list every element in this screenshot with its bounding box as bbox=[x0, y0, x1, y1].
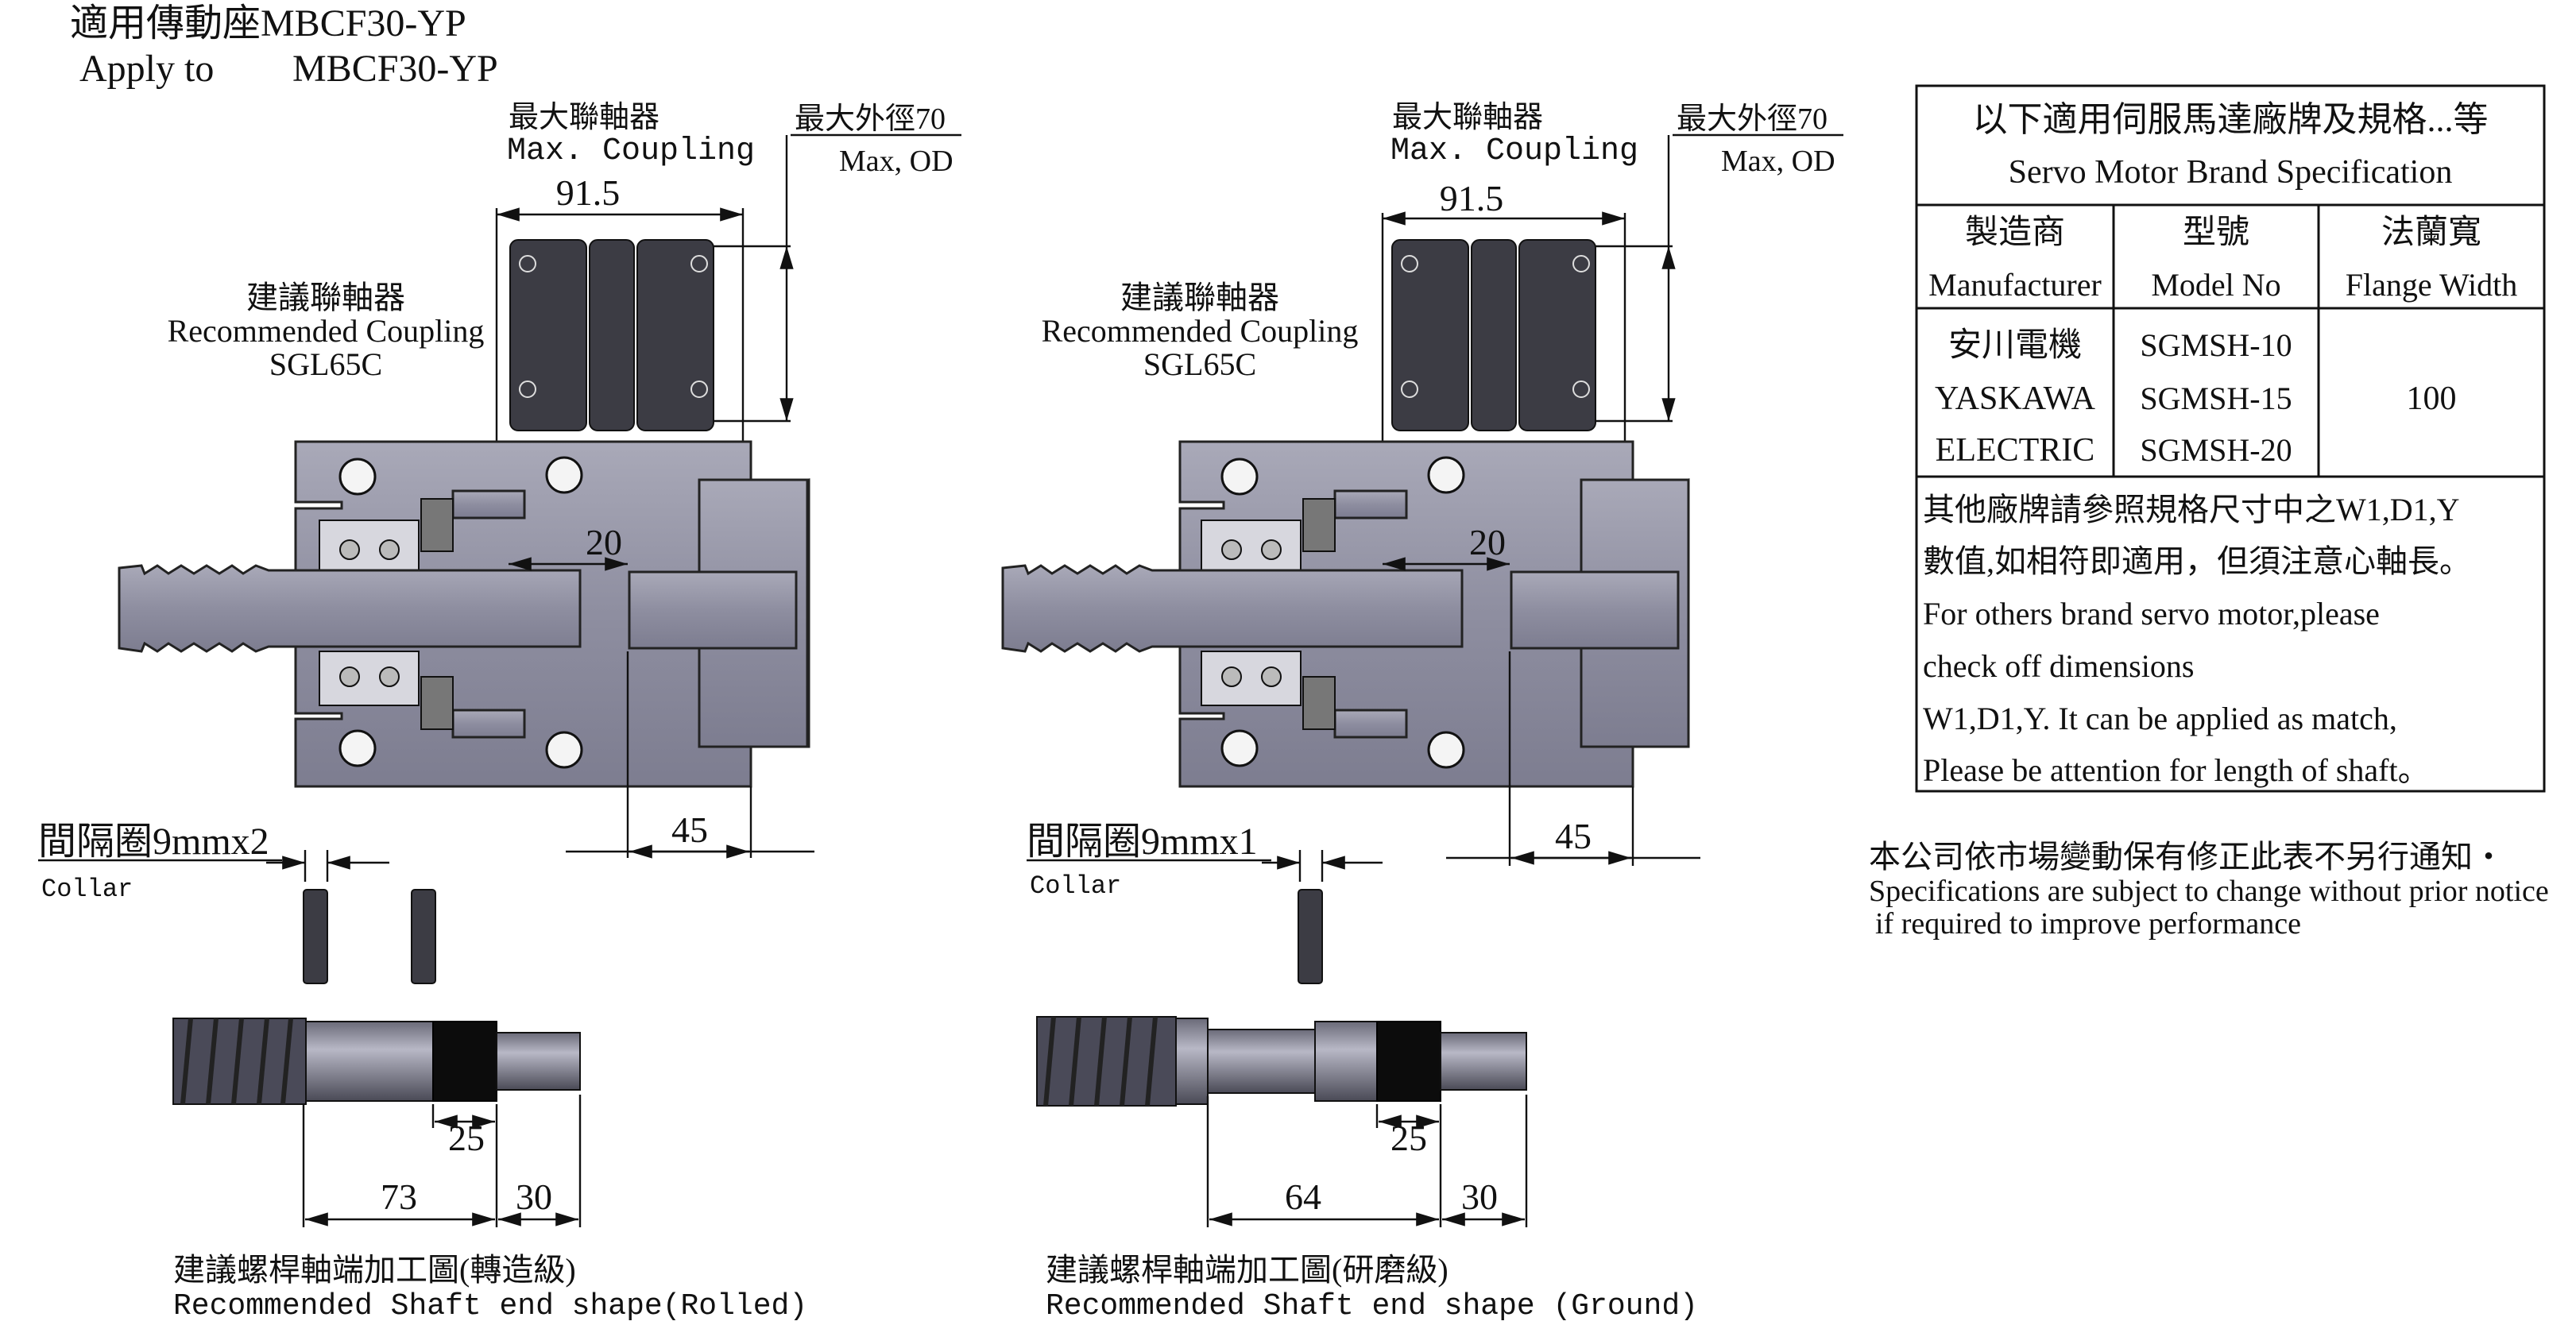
right-dim-25: 25 bbox=[1390, 1118, 1427, 1158]
right-collar-en: Collar bbox=[1030, 871, 1121, 901]
manufacturer-line-1: 安川電機 bbox=[1948, 327, 2082, 364]
flange-width-value: 100 bbox=[2407, 381, 2457, 417]
left-dim-73: 73 bbox=[381, 1176, 417, 1217]
right-shaft-caption-zh: 建議螺桿軸端加工圖(研磨級) bbox=[1046, 1252, 1449, 1288]
note-line-1: 其他廠牌請參照規格尺寸中之W1,D1,Y bbox=[1923, 492, 2460, 527]
right-dim-64: 64 bbox=[1285, 1176, 1321, 1217]
header-manufacturer-zh: 製造商 bbox=[1965, 214, 2065, 251]
right-shaft-caption-en: Recommended Shaft end shape (Ground) bbox=[1046, 1289, 1698, 1323]
left-max-od-zh: 最大外徑70 bbox=[795, 102, 946, 136]
title-zh: 適用傳動座MBCF30-YP bbox=[70, 2, 466, 44]
right-assembly-view: 最大聯軸器 Max. Coupling 最大外徑70 Max, OD 91.5 … bbox=[1001, 101, 1843, 1323]
left-dim-coupling: 91.5 bbox=[556, 172, 621, 213]
right-max-coupling-zh: 最大聯軸器 bbox=[1392, 101, 1543, 134]
left-screw-shaft bbox=[118, 564, 582, 653]
right-max-od-en: Max, OD bbox=[1721, 145, 1835, 178]
left-rec-coupling-en: Recommended Coupling bbox=[168, 313, 485, 349]
left-max-coupling-en: Max. Coupling bbox=[507, 133, 755, 169]
model-1: SGMSH-10 bbox=[2140, 327, 2292, 363]
right-dim-45: 45 bbox=[1555, 816, 1592, 856]
left-collar-zh: 間隔圈9mmx2 bbox=[38, 821, 269, 863]
left-max-coupling-zh: 最大聯軸器 bbox=[509, 101, 659, 134]
note-line-2: 數值,如相符即適用，但須注意心軸長。 bbox=[1923, 543, 2471, 579]
header-model-zh: 型號 bbox=[2183, 214, 2249, 251]
note-line-4: check off dimensions bbox=[1923, 648, 2194, 684]
left-shaft-caption-zh: 建議螺桿軸端加工圖(轉造級) bbox=[173, 1252, 576, 1288]
right-max-od-zh: 最大外徑70 bbox=[1677, 102, 1828, 136]
header-model-en: Model No bbox=[2151, 267, 2280, 303]
left-collar-ring-1 bbox=[303, 889, 328, 984]
manufacturer-line-3: ELECTRIC bbox=[1936, 432, 2095, 469]
right-rec-coupling-en: Recommended Coupling bbox=[1042, 313, 1359, 349]
header-flange-en: Flange Width bbox=[2346, 267, 2518, 303]
disclaimer-en-1: Specifications are subject to change wit… bbox=[1869, 875, 2549, 908]
left-dim-20: 20 bbox=[586, 522, 622, 562]
right-screw-shaft bbox=[1001, 564, 1464, 653]
left-shaft-caption-en: Recommended Shaft end shape(Rolled) bbox=[173, 1289, 807, 1323]
manufacturer-line-2: YASKAWA bbox=[1935, 381, 2096, 417]
model-3: SGMSH-20 bbox=[2140, 432, 2292, 468]
left-assembly-view: 最大聯軸器 Max. Coupling 最大外徑70 Max, OD 91.5 … bbox=[38, 101, 961, 1323]
right-max-coupling-en: Max. Coupling bbox=[1390, 133, 1638, 169]
model-2: SGMSH-15 bbox=[2140, 381, 2292, 416]
disclaimer-zh: 本公司依市場變動保有修正此表不另行通知・ bbox=[1869, 839, 2504, 875]
right-rec-coupling-zh: 建議聯軸器 bbox=[1120, 280, 1279, 315]
right-shaft-end-drawing bbox=[1036, 1016, 1527, 1107]
left-dim-45: 45 bbox=[671, 809, 708, 850]
right-coupling bbox=[1391, 239, 1596, 431]
note-line-6: Please be attention for length of shaft。 bbox=[1923, 752, 2430, 788]
right-dim-30: 30 bbox=[1461, 1176, 1498, 1217]
note-line-5: W1,D1,Y. It can be applied as match, bbox=[1923, 701, 2397, 736]
left-max-od-en: Max, OD bbox=[839, 145, 953, 178]
table-title-zh: 以下適用伺服馬達廠牌及規格...等 bbox=[1973, 100, 2489, 139]
left-rec-coupling-model: SGL65C bbox=[269, 346, 382, 382]
left-collar-ring-2 bbox=[411, 889, 436, 984]
note-line-3: For others brand servo motor,please bbox=[1923, 596, 2380, 632]
right-collar-zh: 間隔圈9mmx1 bbox=[1027, 821, 1258, 863]
disclaimer-en-2: if required to improve performance bbox=[1875, 907, 2301, 941]
left-collar-en: Collar bbox=[41, 875, 133, 904]
left-dim-30: 30 bbox=[516, 1176, 552, 1217]
header-flange-zh: 法蘭寬 bbox=[2381, 214, 2481, 251]
apply-to-label: Apply to bbox=[79, 48, 214, 90]
right-dim-coupling: 91.5 bbox=[1440, 178, 1504, 218]
spec-table: 以下適用伺服馬達廠牌及規格...等 Servo Motor Brand Spec… bbox=[1915, 84, 2546, 793]
table-title-en: Servo Motor Brand Specification bbox=[2009, 154, 2453, 191]
right-dim-20: 20 bbox=[1469, 522, 1506, 562]
left-shaft-end-drawing bbox=[172, 1018, 581, 1105]
right-collar-ring bbox=[1298, 889, 1323, 984]
left-coupling bbox=[509, 239, 714, 431]
header-manufacturer-en: Manufacturer bbox=[1928, 267, 2102, 303]
apply-to-model: MBCF30-YP bbox=[292, 48, 498, 90]
left-rec-coupling-zh: 建議聯軸器 bbox=[246, 280, 405, 315]
left-dim-25: 25 bbox=[448, 1118, 485, 1158]
right-rec-coupling-model: SGL65C bbox=[1143, 346, 1256, 382]
